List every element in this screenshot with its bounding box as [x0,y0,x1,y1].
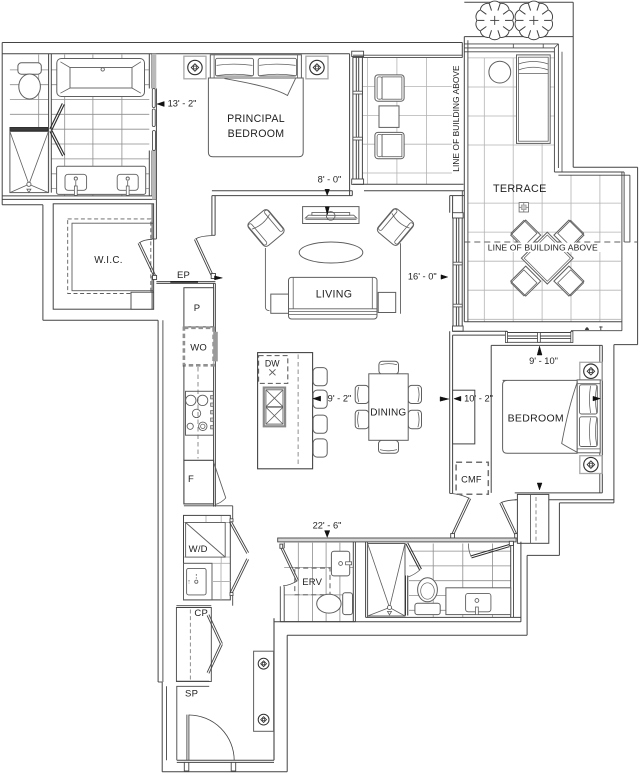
svg-text:10' - 2": 10' - 2" [464,394,493,404]
svg-text:LINE OF BUILDING ABOVE: LINE OF BUILDING ABOVE [488,243,598,253]
svg-text:13' - 2": 13' - 2" [168,98,197,108]
svg-text:SP: SP [185,689,198,700]
svg-text:LINE OF BUILDING ABOVE: LINE OF BUILDING ABOVE [451,65,461,172]
svg-text:TERRACE: TERRACE [493,183,547,195]
svg-text:CMF: CMF [461,474,482,484]
svg-text:WO: WO [190,342,207,353]
svg-text:BEDROOM: BEDROOM [228,128,285,140]
svg-text:DINING: DINING [370,407,406,418]
svg-text:ERV: ERV [302,577,322,588]
svg-text:BEDROOM: BEDROOM [508,413,564,425]
svg-text:16' - 0": 16' - 0" [408,272,437,282]
svg-text:PRINCIPAL: PRINCIPAL [227,113,285,125]
svg-text:EP: EP [177,270,190,281]
svg-text:W/D: W/D [189,544,208,555]
svg-text:8' - 0": 8' - 0" [318,175,342,185]
svg-text:9' - 10": 9' - 10" [529,356,558,366]
svg-text:9' - 2": 9' - 2" [328,394,352,404]
svg-text:P: P [194,303,201,314]
svg-text:22' - 6": 22' - 6" [313,521,342,531]
svg-text:W.I.C.: W.I.C. [94,255,122,266]
svg-text:DW: DW [265,358,280,368]
svg-text:F: F [188,474,194,485]
svg-text:CP: CP [194,608,208,619]
svg-text:LIVING: LIVING [316,288,353,300]
